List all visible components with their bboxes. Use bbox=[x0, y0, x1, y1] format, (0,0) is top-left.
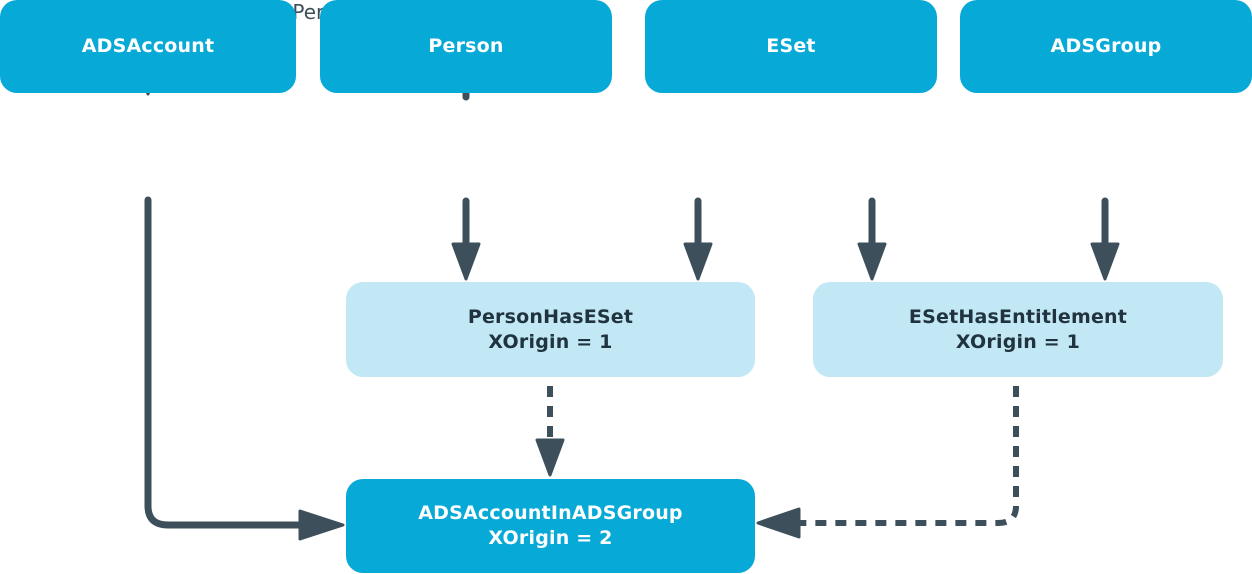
node-eset-label: ESet bbox=[766, 35, 816, 57]
node-personhaseset-xorigin: XOrigin = 1 bbox=[488, 330, 613, 353]
node-esethasentitlement-xorigin: XOrigin = 1 bbox=[955, 330, 1081, 353]
node-adsgroup: ADSGroup bbox=[960, 0, 1252, 93]
edge-eset-to-personhaseset bbox=[683, 197, 713, 281]
edge-adsgroup-to-esethasentitlement bbox=[1090, 197, 1120, 281]
node-adsaccount: ADSAccount bbox=[0, 0, 296, 93]
node-adsaccount-label: ADSAccount bbox=[81, 35, 215, 57]
edge-person-to-personhaseset bbox=[451, 197, 481, 281]
edge-eset-to-esethasentitlement bbox=[857, 197, 887, 281]
node-adsaccountinadsgroup: ADSAccountInADSGroup XOrigin = 2 bbox=[346, 479, 755, 573]
node-esethasentitlement: ESetHasEntitlement XOrigin = 1 bbox=[813, 282, 1223, 377]
node-adsaccountinadsgroup-xorigin: XOrigin = 2 bbox=[488, 527, 613, 549]
node-personhaseset-label: PersonHasESet bbox=[467, 305, 634, 328]
node-adsaccountinadsgroup-label: ADSAccountInADSGroup bbox=[418, 502, 683, 524]
node-esethasentitlement-label: ESetHasEntitlement bbox=[908, 305, 1128, 328]
node-personhaseset: PersonHasESet XOrigin = 1 bbox=[346, 282, 755, 377]
edge-personhaseset-to-adsaccountinadsgroup bbox=[535, 386, 565, 477]
node-person: Person bbox=[320, 0, 612, 93]
node-eset: ESet bbox=[645, 0, 937, 93]
node-person-label: Person bbox=[428, 35, 504, 57]
edge-adsaccount-to-adsaccountinadsgroup bbox=[144, 196, 345, 541]
node-adsgroup-label: ADSGroup bbox=[1050, 35, 1162, 57]
edge-esethasentitlement-to-adsaccountinadsgroup bbox=[756, 386, 1019, 539]
